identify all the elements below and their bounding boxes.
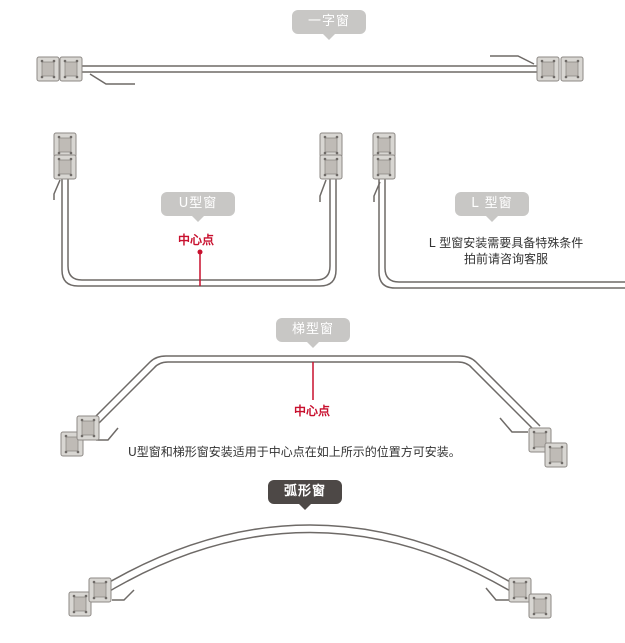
motor-icon: [53, 154, 77, 180]
motor-icon: [36, 56, 60, 82]
l-window-note: L 型窗安装需要具备特殊条件 拍前请咨询客服: [416, 235, 596, 267]
center-point-label-trapezoid: 中心点: [294, 404, 331, 418]
motor-icon: [536, 56, 560, 82]
center-dot-u: [197, 249, 203, 255]
trapezoid-track: [91, 355, 541, 441]
motor-icon: [544, 442, 568, 468]
label-trapezoid-window: 梯型窗: [276, 318, 350, 348]
motor-icon: [319, 132, 343, 158]
l-note-line2: 拍前请咨询客服: [463, 252, 548, 266]
motor-icon: [560, 56, 584, 82]
center-point-label-u: 中心点: [178, 233, 215, 247]
label-l-text: L 型窗: [471, 196, 513, 211]
motor-icon: [59, 56, 83, 82]
label-trapezoid-text: 梯型窗: [291, 322, 334, 337]
motor-icon: [88, 577, 112, 603]
l-track: [373, 170, 625, 289]
label-u-text: U型窗: [178, 196, 218, 211]
install-note: U型窗和梯形窗安装适用于中心点在如上所示的位置方可安装。: [128, 445, 461, 459]
l-note-line1: L 型窗安装需要具备特殊条件: [428, 236, 584, 250]
motor-icon: [53, 132, 77, 158]
motor-icon: [372, 132, 396, 158]
motor-icon: [68, 591, 92, 617]
motor-icon: [76, 415, 100, 441]
label-arc-window: 弧形窗: [268, 480, 342, 510]
label-l-window: L 型窗: [455, 192, 529, 222]
arc-track: [95, 524, 525, 601]
motor-icon: [508, 577, 532, 603]
motor-icon: [319, 154, 343, 180]
label-u-window: U型窗: [161, 192, 235, 222]
straight-track: [58, 55, 550, 85]
motor-icon: [528, 593, 552, 619]
label-arc-text: 弧形窗: [283, 484, 326, 499]
label-straight-window: 一字窗: [292, 10, 366, 40]
u-track: [53, 170, 337, 287]
motor-icon: [372, 154, 396, 180]
label-straight-text: 一字窗: [307, 14, 350, 29]
